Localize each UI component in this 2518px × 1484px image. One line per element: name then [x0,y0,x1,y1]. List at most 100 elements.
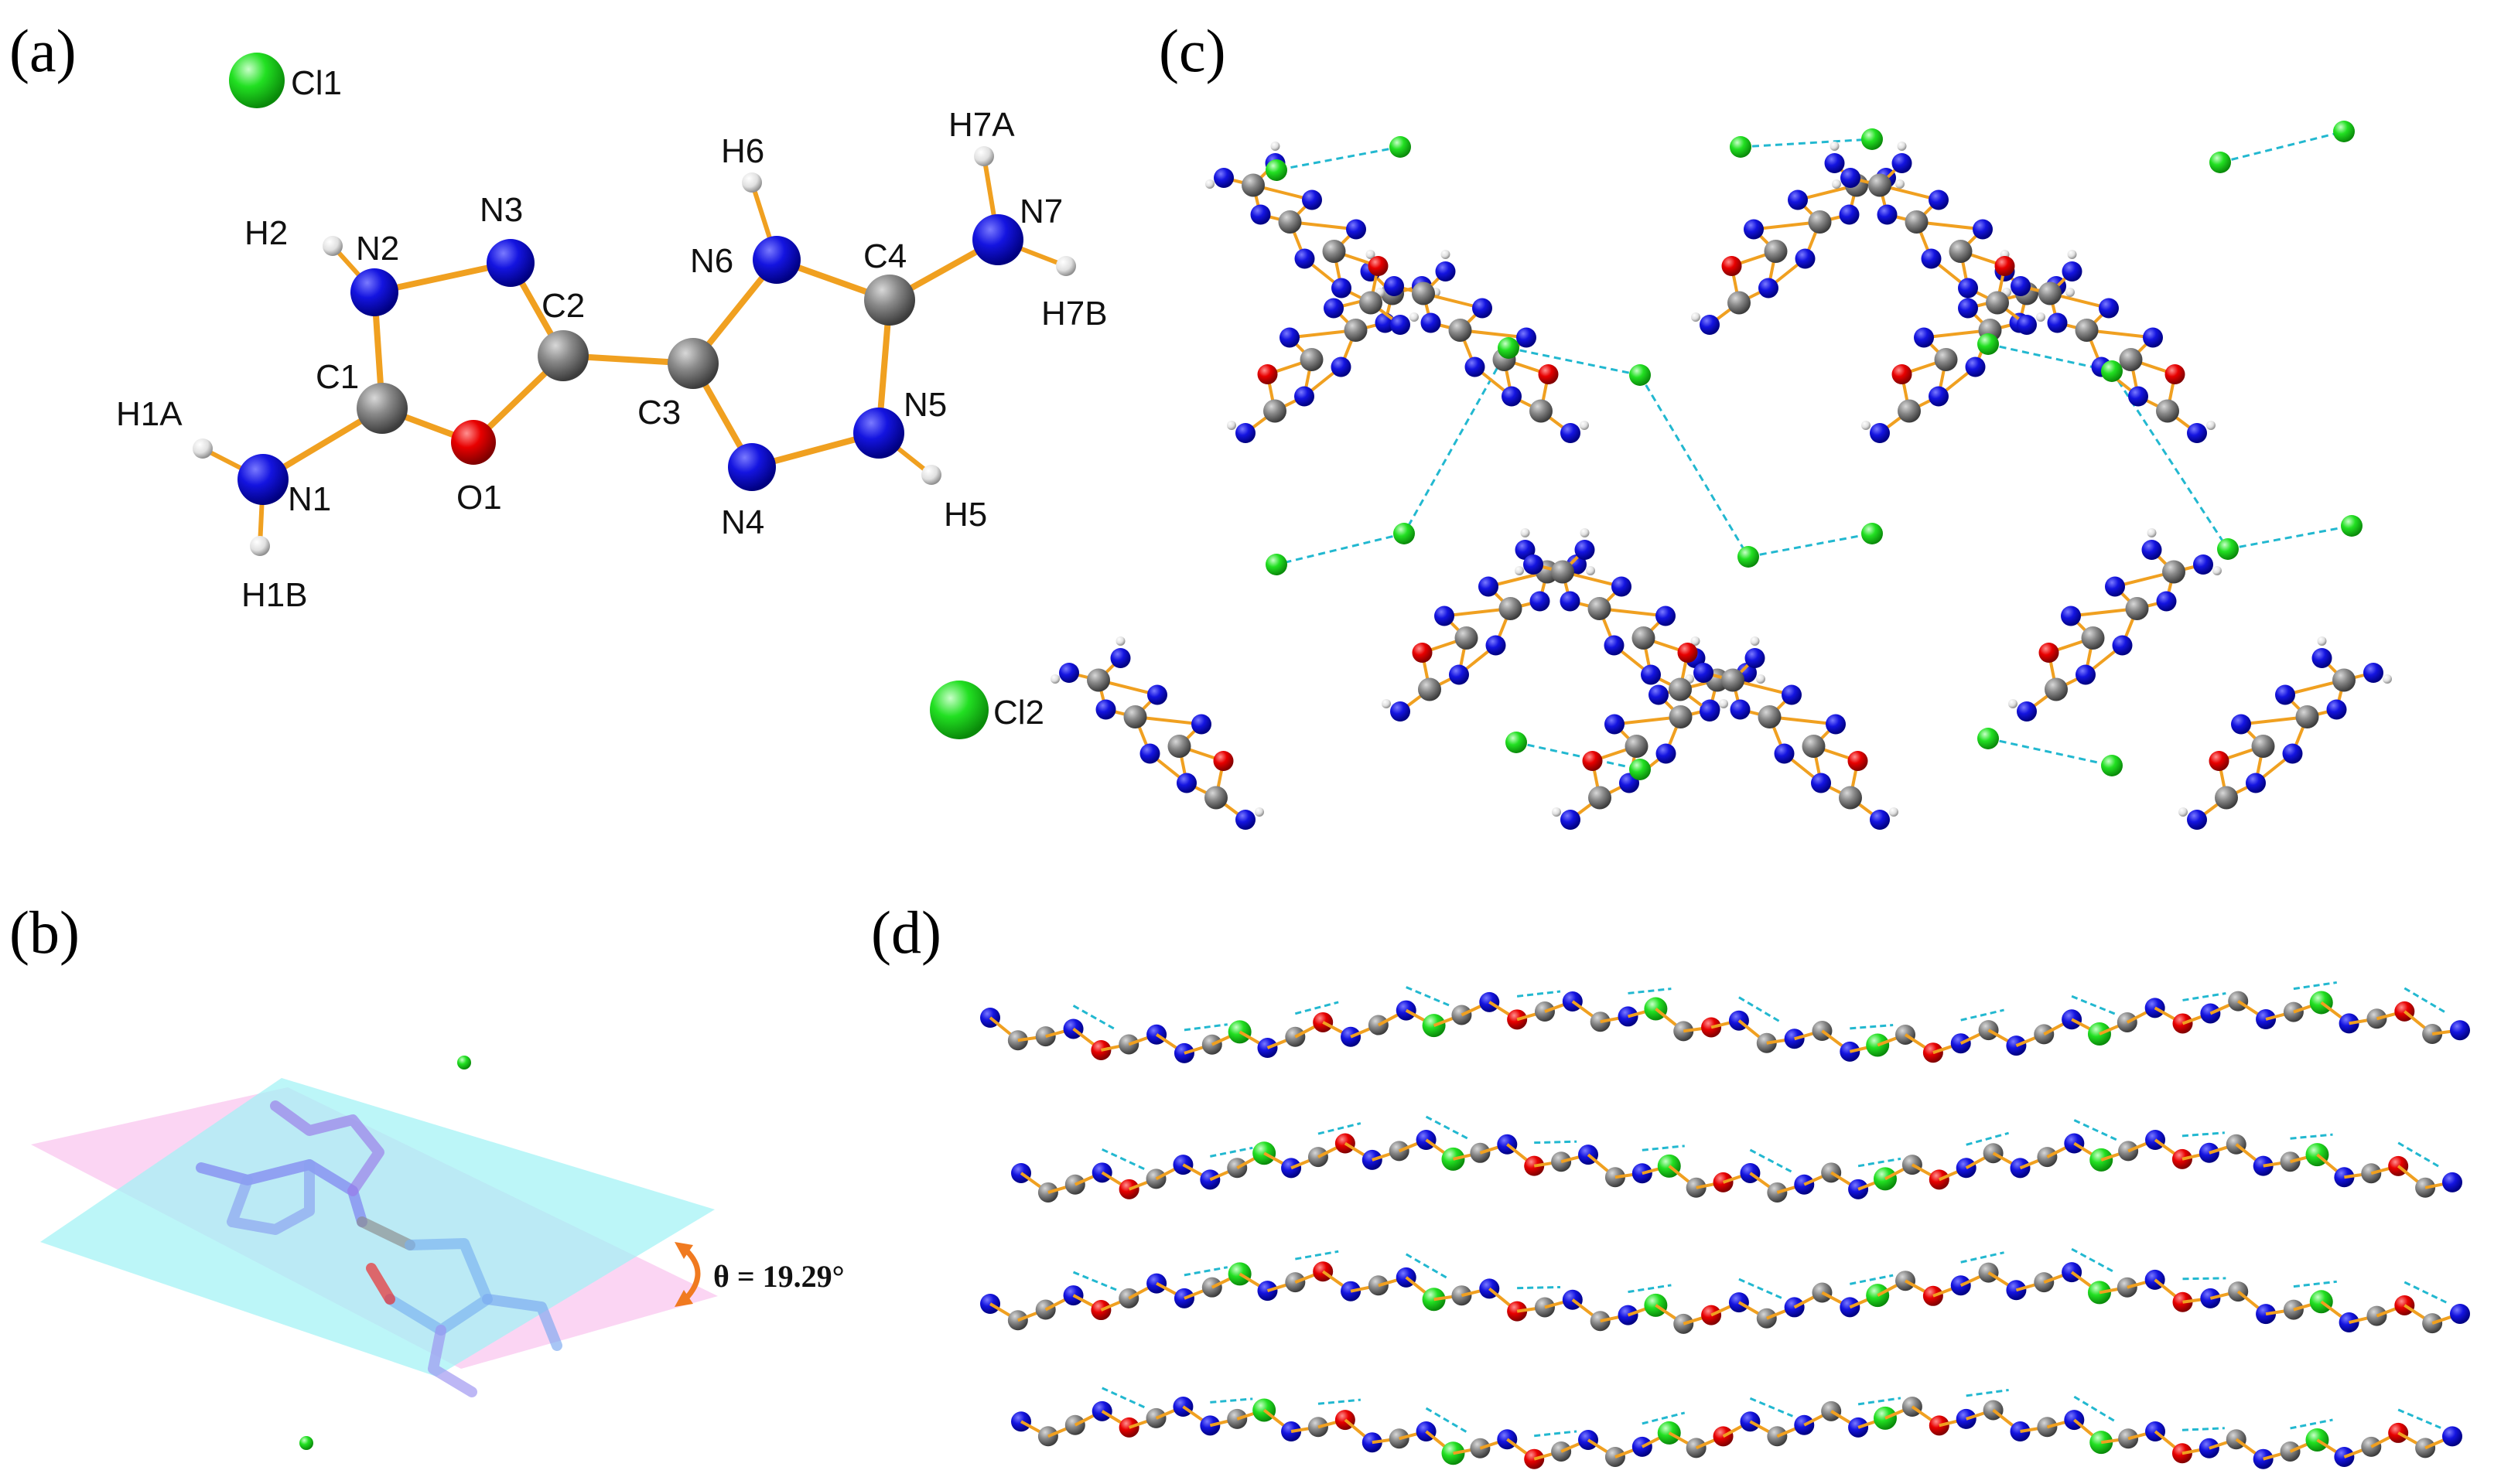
hbond-line [1072,1271,1117,1291]
n-atom [1929,189,1949,210]
o1-atom [451,420,496,465]
hbond-line [1638,374,1750,558]
c-atom [1242,173,1265,197]
o-atom [1994,256,2015,276]
c4-atom [864,275,915,326]
hbond-line [1642,1145,1685,1151]
n-atom [1529,591,1550,612]
hbond-line [2182,1277,2226,1281]
n-atom [2128,386,2148,407]
cl1-atom [229,53,285,108]
hbond-line [1738,996,1783,1025]
hbond-line [2182,992,2226,1001]
hydrogen-bond-network [1051,121,2392,830]
chloride-ion [1629,759,1651,780]
n-atom [2187,810,2207,830]
hbond-line [2181,1131,2225,1138]
n-atom [1744,219,1764,240]
c-atom [1588,786,1611,810]
n-atom [1294,386,1314,407]
stick-molecule [196,1100,562,1397]
c1-label: C1 [316,358,359,396]
n-atom [1560,591,1580,612]
n-atom [1390,315,1410,335]
n-atom [2112,635,2133,656]
h6-label: H6 [721,132,764,170]
n2-label: N2 [356,230,399,268]
n-atom [1744,648,1765,668]
hbond-line [1515,741,1641,771]
layer-stacking [980,981,2470,1469]
h-atom [2147,528,2157,537]
n-atom [1214,168,1234,188]
n-atom [1346,219,1366,240]
o-atom [1847,751,1868,771]
o-atom [1677,643,1698,663]
n5-atom [853,408,904,459]
n-atom [1191,714,1211,735]
n-atom [1420,312,1441,333]
n5-label: N5 [904,386,947,424]
n-atom [2442,1426,2462,1447]
layer-row [1011,1387,2462,1469]
hbond-line [1642,1411,1686,1425]
n-atom [1095,699,1116,720]
n-atom [2363,663,2383,683]
h-atom [1205,179,1215,189]
n-atom [2193,554,2213,575]
chloride-ion [1498,337,1519,359]
cl2-label: Cl2 [993,694,1044,732]
h-atom [1756,674,1765,684]
n-atom [1449,664,1469,685]
panel-d-label: (d) [871,899,941,966]
c-atom [1551,560,1574,584]
n-atom [1464,357,1485,377]
panel-a-label: (a) [9,17,77,84]
c-atom [1802,735,1826,758]
n7-atom [972,214,1023,265]
c2-atom [538,330,589,381]
o-atom [1412,643,1433,663]
hbond-line [1406,986,1450,1007]
c4-label: C4 [863,237,907,275]
c-atom [1808,210,1832,234]
h-atom [1520,528,1530,537]
c2-label: C2 [542,287,585,325]
n-atom [1523,554,1543,575]
n-atom [1921,248,1942,269]
c-atom [1418,677,1441,701]
n-atom [2143,327,2163,348]
c-atom [1669,705,1693,728]
n-atom [1958,278,1978,299]
c-atom [1123,705,1147,728]
h-atom [1889,807,1898,817]
o-atom [2209,751,2229,771]
n3-label: N3 [480,191,523,229]
hbond-line [1628,1284,1672,1294]
h-atom [2317,636,2327,646]
c-atom [2125,597,2149,620]
h-atom [1895,179,1905,189]
n-atom [1384,276,1404,296]
hbond-line [2293,981,2337,991]
hbond-line [1987,737,2113,767]
hbond-line [1425,1115,1470,1141]
n-atom [1235,423,1256,443]
n-atom [2275,684,2295,705]
h-atom [1897,142,1907,151]
h-atom [1580,421,1589,430]
h-atom [1365,250,1375,259]
h-atom [1719,699,1728,708]
h1b-atom [250,536,270,556]
c-atom [1587,597,1611,620]
n-atom [1758,278,1778,299]
hbond-line [1276,145,1401,172]
n-atom [2231,714,2251,735]
n-atom [2011,276,2031,296]
layer-row [980,981,2470,1063]
c-atom [1322,240,1346,263]
chloride-ion [1393,523,1415,544]
n6-label: N6 [690,242,733,280]
hbond-line [1405,1253,1450,1281]
